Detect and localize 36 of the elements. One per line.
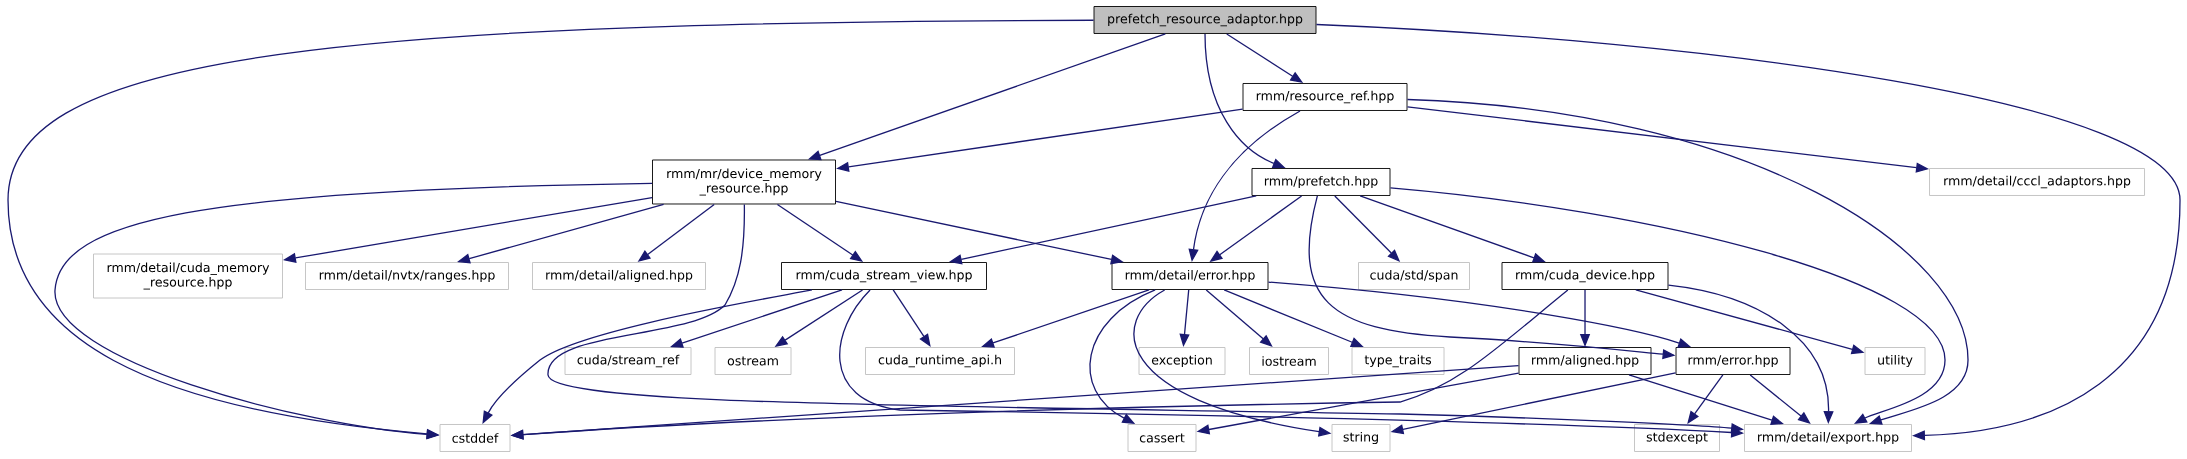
file-box: cuda/std/span [1358,262,1470,290]
file-box: cstddef [439,424,511,452]
file-box: rmm/prefetch.hpp [1251,168,1391,196]
file-box: rmm/resource_ref.hpp [1242,83,1408,111]
file-box: rmm/detail/export.hpp [1744,424,1912,452]
file-box: cuda/stream_ref [564,347,692,375]
arrow [1749,374,1811,424]
file-box: rmm/detail/error.hpp [1111,262,1269,290]
arrow [1687,374,1724,424]
arrow [1205,289,1273,347]
arrow [482,289,813,424]
file-box: rmm/mr/device_memory _resource.hpp [652,159,836,205]
file-box: rmm/cuda_device.hpp [1501,262,1669,290]
file-box: iostream [1249,347,1329,375]
arrow [1406,98,1969,425]
file-box: prefetch_resource_adaptor.hpp [1093,6,1317,34]
arrow [1389,187,1946,424]
file-box: ostream [714,347,792,375]
file-box: rmm/detail/aligned.hpp [532,262,706,290]
file-box: rmm/aligned.hpp [1518,347,1652,375]
file-box: cassert [1127,424,1197,452]
file-box: exception [1138,347,1226,375]
file-box: type_traits [1351,347,1445,375]
file-box: stdexcept [1634,424,1720,452]
arrow [1315,23,2181,441]
file-box: rmm/cuda_stream_view.hpp [781,262,987,290]
file-box: utility [1864,347,1926,375]
file-box: rmm/detail/nvtx/ranges.hpp [305,262,509,290]
arrow [1089,289,1156,424]
arrow [54,182,653,440]
arrow [892,289,931,347]
file-box: string [1331,424,1391,452]
file-box: rmm/detail/cccl_adaptors.hpp [1929,168,2145,196]
file-box: rmm/error.hpp [1675,347,1791,375]
file-box: cuda_runtime_api.h [865,347,1015,375]
file-box: rmm/detail/cuda_memory _resource.hpp [93,253,283,299]
